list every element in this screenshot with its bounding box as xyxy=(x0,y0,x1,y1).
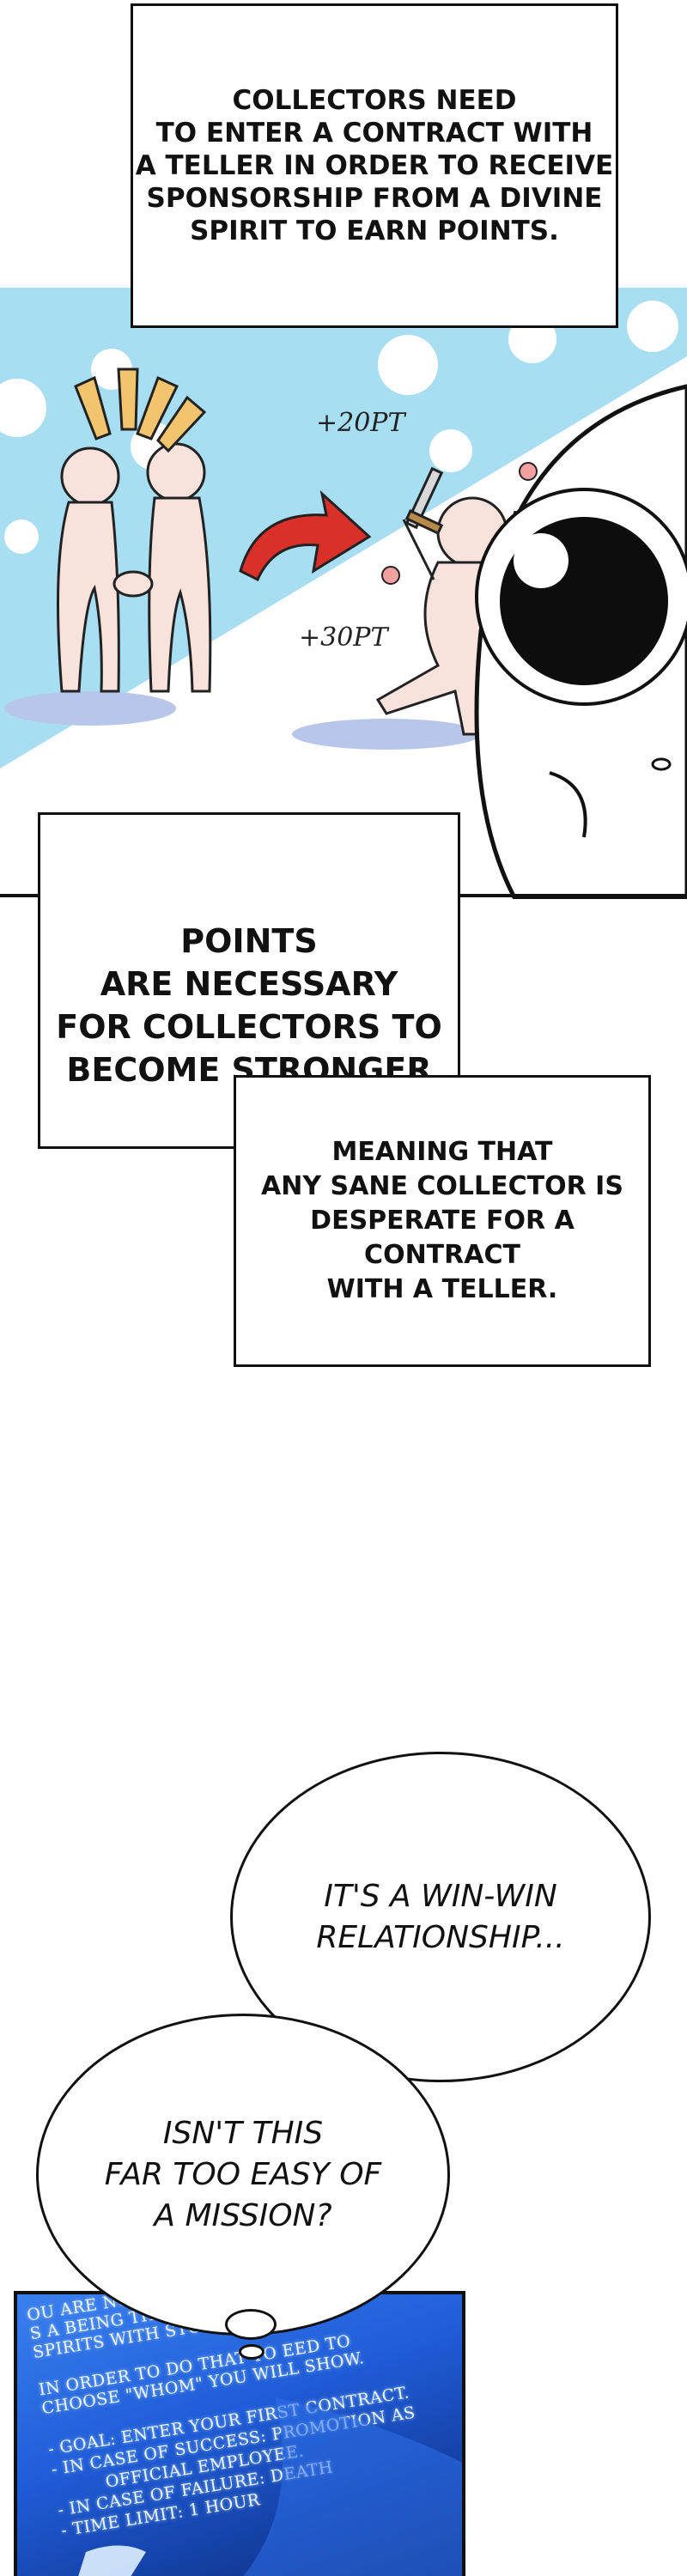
red-arrow xyxy=(239,489,372,582)
sfx-plus-30: +30PT xyxy=(299,623,388,653)
flower-sparks xyxy=(381,462,538,585)
caption-meaning: MEANING THAT ANY SANE COLLECTOR IS DESPE… xyxy=(234,1075,651,1367)
sfx-plus-20: +20PT xyxy=(316,408,405,438)
thought-trail-large xyxy=(225,2309,277,2340)
excitement-marks xyxy=(74,368,207,453)
system-window-panel: OU ARE NOW S A BEING THAT SPIRITS WITH S… xyxy=(14,2291,465,2576)
thought-trail-small xyxy=(239,2344,264,2360)
handshake-figures xyxy=(4,442,212,726)
speech-bubble-easy-mission: ISN'T THIS FAR TOO EASY OF A MISSION? xyxy=(36,2014,450,2336)
caption-contract-rule: COLLECTORS NEED TO ENTER A CONTRACT WITH… xyxy=(131,3,618,328)
screen-glow-shape xyxy=(78,2397,462,2576)
sword xyxy=(404,466,444,535)
illustration-panel: +20PT +30PT xyxy=(0,288,687,899)
illustration-art xyxy=(0,288,687,899)
big-face xyxy=(474,384,687,899)
